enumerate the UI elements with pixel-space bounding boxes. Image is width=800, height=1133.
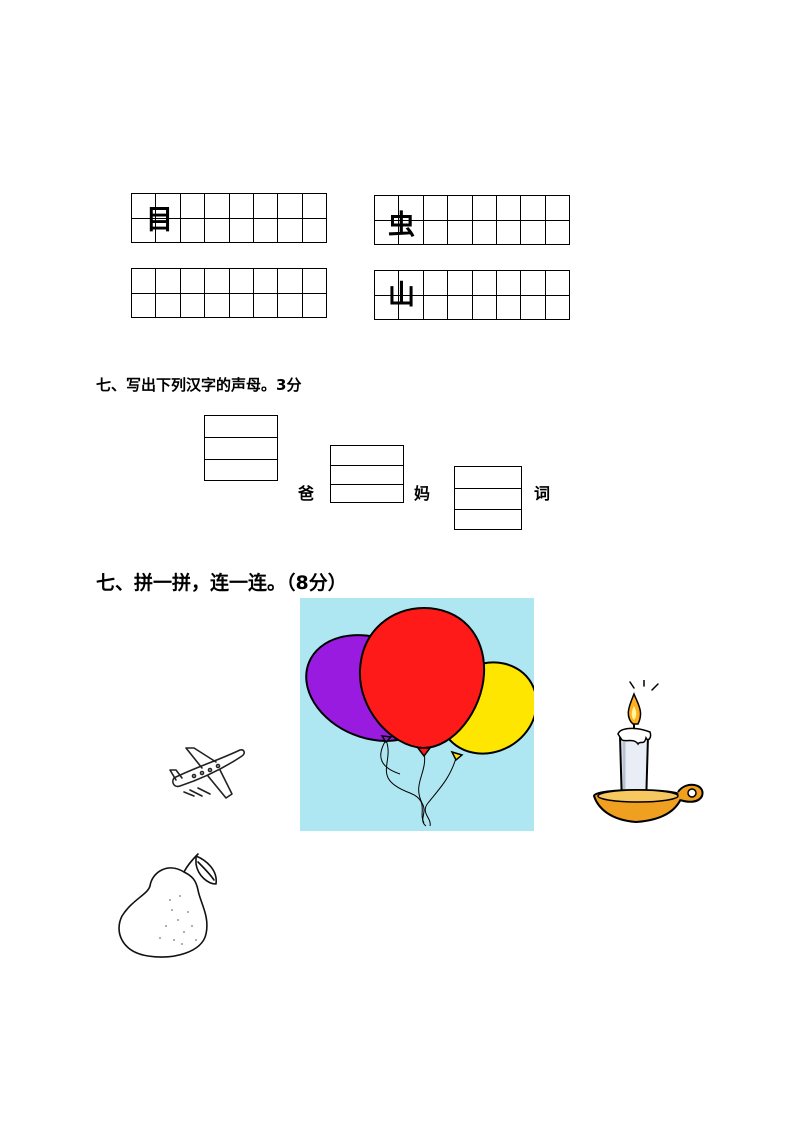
balloons-picture[interactable] (300, 598, 534, 831)
initial-box-ma[interactable] (330, 445, 404, 503)
char-ma: 妈 (414, 484, 431, 503)
writing-grid-4 (374, 270, 570, 320)
candle-icon[interactable] (590, 680, 706, 832)
grid-char-shan: 山 (388, 280, 415, 311)
section-match-heading: 七、拼一拼，连一连。（8分） (96, 572, 347, 594)
pear-icon[interactable] (112, 850, 224, 960)
grid-char-chong: 虫 (388, 210, 415, 241)
airplane-icon[interactable] (164, 740, 248, 806)
initial-box-ba[interactable] (204, 415, 278, 481)
initial-box-ci[interactable] (454, 466, 522, 530)
writing-grid-3 (131, 268, 327, 318)
writing-grid-1 (131, 193, 327, 243)
writing-grid-2 (374, 195, 570, 245)
balloon-red (358, 606, 486, 758)
section-initials-heading: 七、写出下列汉字的声母。3分 (96, 376, 302, 394)
grid-char-mu: 目 (146, 205, 173, 236)
char-ba: 爸 (298, 484, 315, 503)
char-ci: 词 (534, 484, 551, 503)
